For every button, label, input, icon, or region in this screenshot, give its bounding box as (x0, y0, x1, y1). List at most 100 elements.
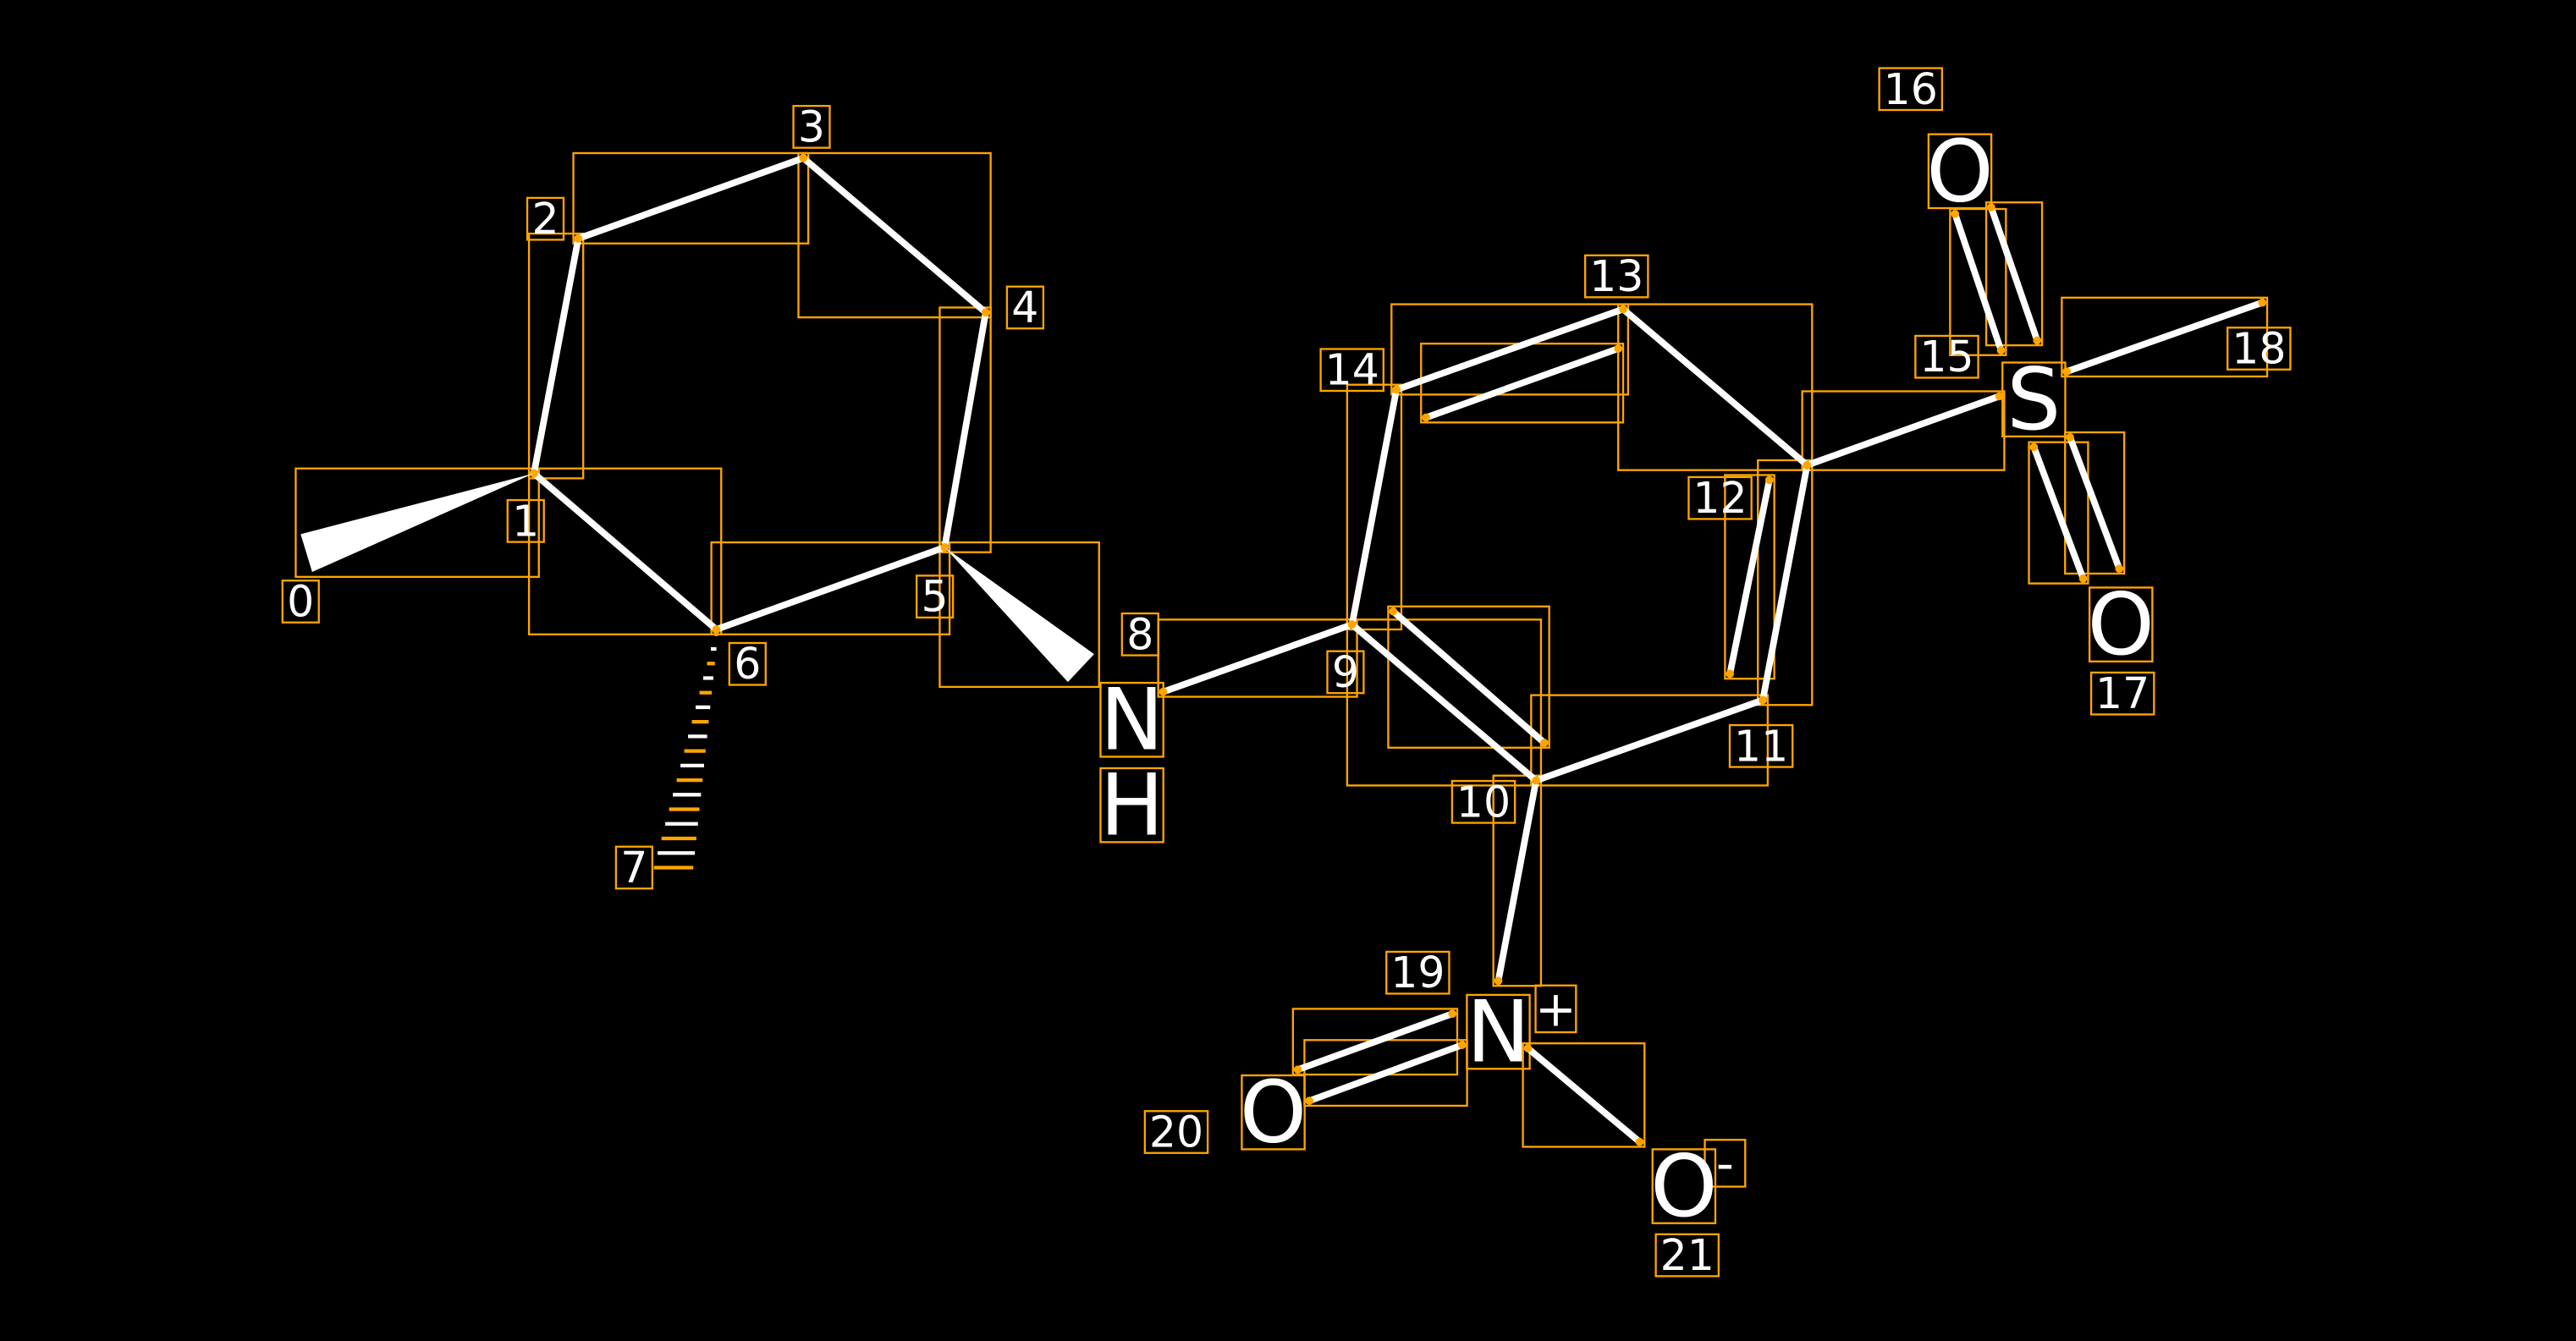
bond-endpoint (1987, 203, 1995, 212)
atom-index-label: 10 (1456, 777, 1511, 827)
bond-line (1759, 461, 1811, 704)
atom-index-label: 15 (1919, 332, 1973, 382)
atom-index-label-bbox (1728, 723, 1794, 768)
bond-bbox (527, 232, 585, 480)
atom-index-label-bbox (526, 196, 565, 241)
bond-line (2063, 299, 2266, 376)
bond-endpoint (574, 234, 583, 243)
bond-line (1393, 305, 1627, 393)
bond-bbox (1801, 390, 2006, 471)
atom-index-label-bbox (1120, 612, 1159, 657)
atom-index-label-bbox (281, 580, 320, 624)
bond-line (1348, 386, 1401, 629)
bond-endpoint (1764, 475, 1774, 485)
bond-endpoint (1759, 695, 1767, 705)
bond-line (1306, 1041, 1466, 1105)
bond-bbox (2064, 431, 2126, 575)
bond-bbox (1617, 303, 1814, 471)
bond-endpoint (1293, 1065, 1302, 1074)
atom-index-label: 21 (1660, 1230, 1715, 1280)
bond-line (1620, 305, 1811, 469)
atom-symbol-s: S (2006, 349, 2061, 449)
bond-endpoint (2078, 574, 2088, 583)
bond-endpoint (1996, 346, 2006, 354)
atom-index-label: 0 (287, 576, 314, 626)
atom-charge-label-bbox (1534, 984, 1577, 1034)
bond-bbox (1346, 618, 1543, 787)
bond-endpoint (1389, 607, 1398, 616)
atom-index-label: 7 (620, 843, 647, 893)
atom-symbol-o-bbox (2088, 586, 2154, 662)
bond-bbox (572, 151, 810, 245)
bond-endpoint (981, 308, 990, 317)
atom-symbol-n: N (1467, 982, 1531, 1082)
bond-bbox (1387, 605, 1550, 749)
bond-endpoint (1457, 1041, 1467, 1049)
atom-symbol-o: O (2088, 574, 2155, 674)
atom-charge-label-bbox (1704, 1139, 1747, 1188)
atom-index-label-bbox (2089, 671, 2155, 716)
bond-endpoint (1619, 305, 1627, 314)
atom-index-label-bbox (1326, 650, 1365, 695)
atom-symbol-o: O (1240, 1063, 1307, 1162)
bond-line (2067, 433, 2123, 573)
atom-charge-label: - (1716, 1135, 1734, 1192)
atom-symbol-o: O (1650, 1136, 1717, 1236)
atom-index-label: 1 (512, 496, 539, 546)
bond-bbox (1492, 774, 1543, 987)
atom-index-label: 16 (1884, 64, 1938, 114)
atom-charge-label: + (1535, 980, 1577, 1037)
bond-endpoint (1635, 1137, 1644, 1146)
bond-line (1533, 696, 1766, 784)
atom-index-label-bbox (1583, 254, 1649, 299)
bond-bbox (938, 306, 992, 553)
bond-endpoint (1305, 1096, 1314, 1105)
atom-index-label: 3 (798, 102, 825, 151)
atom-index-label: 13 (1589, 251, 1643, 301)
bond-endpoint (1532, 776, 1540, 785)
bond-endpoint (1159, 687, 1168, 696)
atom-index-label: 11 (1734, 721, 1788, 771)
bond-line (1294, 1010, 1456, 1074)
bond-line (1726, 476, 1773, 678)
atom-index-label: 20 (1149, 1107, 1203, 1157)
atom-index-label-bbox (1878, 67, 1944, 112)
wedge-bond (944, 547, 1094, 683)
atom-index-label-bbox (915, 574, 955, 619)
atom-hydrogen-label-bbox (1099, 767, 1164, 844)
atom-index-label: 8 (1126, 609, 1153, 659)
atom-index-label: 9 (1332, 647, 1359, 697)
bond-endpoint (1951, 209, 1960, 218)
bond-line (1988, 204, 2041, 344)
atom-index-label-bbox (1687, 475, 1753, 520)
atom-index-label-bbox (2226, 327, 2292, 371)
bond-endpoint (712, 625, 721, 634)
bond-line (1159, 621, 1356, 695)
bond-endpoint (2258, 298, 2267, 307)
bond-line (1803, 393, 2003, 469)
bond-endpoint (1539, 739, 1549, 747)
bond-line (1348, 621, 1540, 784)
atom-index-label-bbox (1914, 334, 1979, 379)
bond-bbox (1522, 1042, 1646, 1148)
bond-bbox (2028, 441, 2089, 585)
atom-index-label: 2 (531, 194, 559, 244)
bond-bbox (1530, 694, 1770, 787)
atom-index-label-bbox (1385, 950, 1450, 995)
atom-index-label: 19 (1390, 948, 1445, 998)
bond-bbox (1390, 303, 1630, 396)
bond-endpoint (2029, 442, 2039, 452)
bond-bbox (710, 541, 951, 635)
bond-line (531, 235, 582, 477)
bond-line (941, 309, 989, 551)
bond-endpoint (2062, 367, 2072, 376)
atom-index-label-bbox (1319, 348, 1384, 393)
atom-index-label: 4 (1011, 283, 1038, 333)
bond-endpoint (2115, 564, 2124, 573)
bond-bbox (1984, 201, 2044, 347)
bond-endpoint (1494, 976, 1503, 986)
bond-line (1951, 210, 2005, 354)
bond-bbox (797, 151, 992, 319)
atom-symbol-o-bbox (1927, 133, 1993, 210)
